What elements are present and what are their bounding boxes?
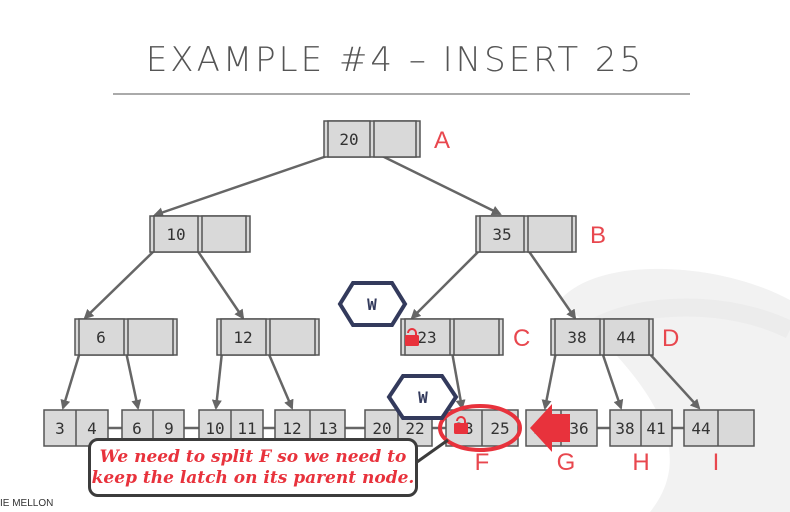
node-c-key-1: 23 [417, 328, 436, 347]
leaf-h-key-1: 38 [615, 419, 634, 438]
node-d: 38 44 D [550, 318, 679, 356]
callout-box: We need to split F so we need to keep th… [88, 438, 418, 497]
node-12-key-1: 12 [233, 328, 252, 347]
leaf-5-key-2: 22 [405, 419, 424, 438]
lock-icon [454, 416, 468, 434]
leaf-h-key-2: 41 [646, 419, 665, 438]
latch-lower-mode: W [418, 388, 428, 407]
insert-arrow-icon [530, 404, 570, 452]
leaf-4-key-2: 13 [318, 419, 337, 438]
slide-title: EXAMPLE #4 – INSERT 25 [145, 40, 645, 80]
footer-text: IE MELLON [0, 498, 54, 509]
leaf-i-key-1: 44 [691, 419, 710, 438]
node-b-label: B [590, 222, 606, 249]
latch-upper: W [337, 281, 408, 327]
leaf-g-label: G [557, 449, 576, 476]
leaf-h: 38 41 H [609, 409, 673, 476]
node-c-label: C [513, 325, 530, 352]
title-divider [113, 93, 690, 95]
node-b-key-1: 35 [492, 225, 511, 244]
leaf-1-key-2: 4 [87, 419, 97, 438]
lock-icon [405, 328, 419, 346]
leaf-h-label: H [632, 449, 649, 476]
callout-pointer [416, 438, 449, 464]
leaf-1-key-1: 3 [55, 419, 65, 438]
node-d-label: D [662, 325, 679, 352]
latch-lower: W [386, 374, 459, 420]
node-b: 35 B [475, 215, 606, 253]
node-a-label: A [434, 127, 450, 154]
leaf-3-key-1: 10 [205, 419, 224, 438]
leaf-f: 23 25 F [445, 409, 519, 476]
node-10-key-1: 10 [166, 225, 185, 244]
latch-upper-mode: W [367, 295, 377, 314]
leaf-2-key-2: 9 [164, 419, 174, 438]
leaf-g-key-2: 36 [569, 419, 588, 438]
tree-edges [60, 153, 701, 410]
node-6-key-1: 6 [96, 328, 106, 347]
node-c: 23 C [400, 318, 530, 356]
callout-line-2: keep the latch on its parent node. [91, 467, 415, 488]
node-a: 20 A [323, 120, 450, 158]
leaf-i: 44 I [683, 409, 755, 476]
leaf-3-key-2: 11 [237, 419, 256, 438]
leaf-f-highlight [438, 404, 522, 452]
leaf-f-label: F [475, 449, 490, 476]
callout-line-1: We need to split F so we need to [99, 446, 407, 467]
node-12: 12 [216, 318, 320, 356]
leaf-2-key-1: 6 [132, 419, 142, 438]
node-d-key-1: 38 [567, 328, 586, 347]
leaf-i-label: I [713, 449, 720, 476]
node-10: 10 [149, 215, 251, 253]
node-a-key-1: 20 [339, 130, 358, 149]
node-d-key-2: 44 [616, 328, 635, 347]
leaf-5-key-1: 20 [372, 419, 391, 438]
leaf-4-key-1: 12 [282, 419, 301, 438]
leaf-1: 3 4 [43, 409, 109, 447]
leaf-f-key-2: 25 [490, 419, 509, 438]
node-6: 6 [74, 318, 178, 356]
